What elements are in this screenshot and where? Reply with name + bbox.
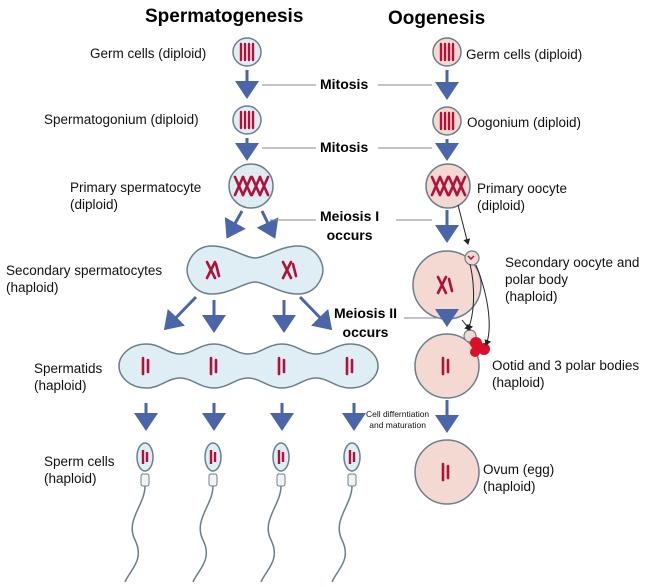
sperm-cell-3 (260, 442, 290, 583)
sperm-cells-line1: Sperm cells (44, 454, 115, 469)
sperm-germ-cell (232, 37, 262, 67)
spermatogenesis-title: Spermatogenesis (145, 6, 304, 27)
ootid-line2: (haploid) (492, 375, 545, 390)
spermatids-cell (118, 343, 379, 389)
sperm-germ-cells-label: Germ cells (diploid) (90, 46, 207, 61)
spermatogonium-cell (232, 105, 262, 135)
oo-germ-cell (432, 37, 462, 67)
polar-bodies-cluster (463, 329, 490, 357)
oogenesis-title: Oogenesis (388, 8, 486, 29)
ootid-line1: Ootid and 3 polar bodies (492, 358, 640, 373)
primary-spermatocyte-line2: (diploid) (70, 197, 119, 212)
primary-oocyte-line2: (diploid) (477, 198, 526, 213)
secondary-oocyte-cell (412, 250, 482, 320)
primary-spermatocyte-line1: Primary spermatocyte (70, 180, 202, 195)
polar-body-1 (464, 250, 480, 266)
meiosis-1-line1: Meiosis I (320, 208, 380, 224)
spermatids-line2: (haploid) (34, 378, 87, 393)
sperm-cell-4 (331, 442, 361, 583)
primary-spermatocyte-label: Primary spermatocyte (diploid) (70, 179, 201, 213)
mitosis-label-2: Mitosis (320, 139, 369, 155)
secondary-spermatocytes-line1: Secondary spermatocytes (6, 263, 163, 278)
sperm-cell-2 (192, 442, 222, 583)
ovum-line1: Ovum (egg) (483, 462, 555, 477)
ovum-line2: (haploid) (483, 479, 536, 494)
primary-oocyte-line1: Primary oocyte (477, 181, 568, 196)
secondary-oocyte-label: Secondary oocyte and polar body (haploid… (505, 254, 639, 305)
primary-oocyte-cell (425, 163, 471, 209)
oogonium-cell (432, 106, 462, 136)
leader-lines (262, 84, 440, 319)
sperm-cell-1 (124, 442, 154, 583)
sperm-arrows (134, 70, 366, 431)
meiosis-2-label: Meiosis II occurs (334, 304, 397, 342)
differentiation-note-line2: and maturation (369, 420, 426, 430)
oogonium-label: Oogonium (diploid) (467, 115, 582, 130)
ovum-label: Ovum (egg) (haploid) (483, 461, 554, 495)
primary-spermatocyte-cell (228, 163, 274, 209)
meiosis-1-line2: occurs (326, 227, 373, 243)
secondary-oocyte-line2: polar body (505, 272, 569, 287)
meiosis-2-line2: occurs (342, 324, 389, 340)
oo-germ-cells-label: Germ cells (diploid) (466, 47, 583, 62)
secondary-spermatocytes-line2: (haploid) (6, 280, 59, 295)
spermatids-line1: Spermatids (34, 361, 103, 376)
differentiation-note: Cell differntiation and maturation (366, 409, 429, 431)
secondary-spermatocytes-cell (186, 245, 324, 295)
secondary-spermatocytes-label: Secondary spermatocytes (haploid) (6, 262, 162, 296)
mitosis-label-1: Mitosis (320, 76, 369, 92)
primary-oocyte-label: Primary oocyte (diploid) (477, 180, 567, 214)
spermatogonium-label: Spermatogonium (diploid) (44, 112, 199, 127)
sperm-cells-line2: (haploid) (44, 471, 97, 486)
spermatids-label: Spermatids (haploid) (34, 360, 102, 394)
ootid-label: Ootid and 3 polar bodies (haploid) (492, 357, 639, 391)
differentiation-note-line1: Cell differntiation (366, 409, 430, 419)
meiosis-2-line1: Meiosis II (334, 305, 398, 321)
meiosis-1-label: Meiosis I occurs (320, 207, 379, 245)
sperm-cells-label: Sperm cells (haploid) (44, 453, 115, 487)
polar-body-arrows (457, 204, 492, 346)
ootid-cell (414, 333, 480, 399)
secondary-oocyte-line3: (haploid) (505, 289, 558, 304)
ovum-cell (414, 439, 480, 505)
secondary-oocyte-line1: Secondary oocyte and (505, 255, 640, 270)
